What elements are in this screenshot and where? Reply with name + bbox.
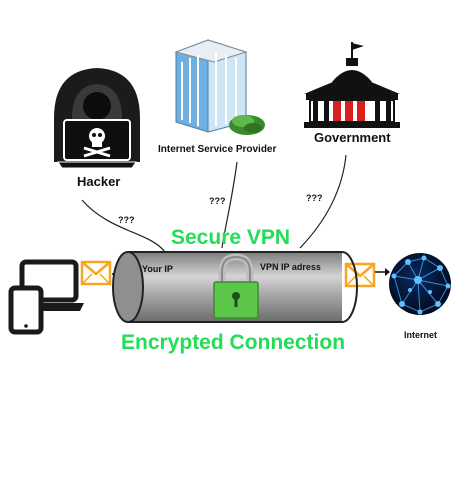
hacker-unknown: ??? [118,215,135,225]
skull-icon [83,128,111,158]
government-label: Government [314,130,391,145]
tablet-icon [8,285,44,335]
flag-icon [351,42,364,58]
isp-connector [221,161,238,249]
arrow-out-head [385,268,390,276]
vpn-ip-label: VPN IP adress [260,262,321,272]
hacker-label: Hacker [77,174,121,189]
government-connector [299,154,347,249]
internet-label: Internet [404,330,438,340]
globe-network-icon [389,253,451,315]
government-unknown: ??? [306,193,323,203]
secure-vpn-title: Secure VPN [171,226,291,249]
envelope-icon [80,260,112,286]
padlock-icon [213,253,259,319]
isp-unknown: ??? [209,196,226,206]
your-ip-label: Your IP [142,264,173,274]
government-building-icon [304,58,400,128]
hacker-icon [54,68,140,169]
envelope-icon [344,262,376,288]
isp-label: Internet Service Provider [158,144,277,155]
money-icon [229,115,265,135]
isp-building-icon [174,39,248,133]
hacker-connector [81,199,166,253]
encrypted-connection-caption: Encrypted Connection [121,331,346,354]
